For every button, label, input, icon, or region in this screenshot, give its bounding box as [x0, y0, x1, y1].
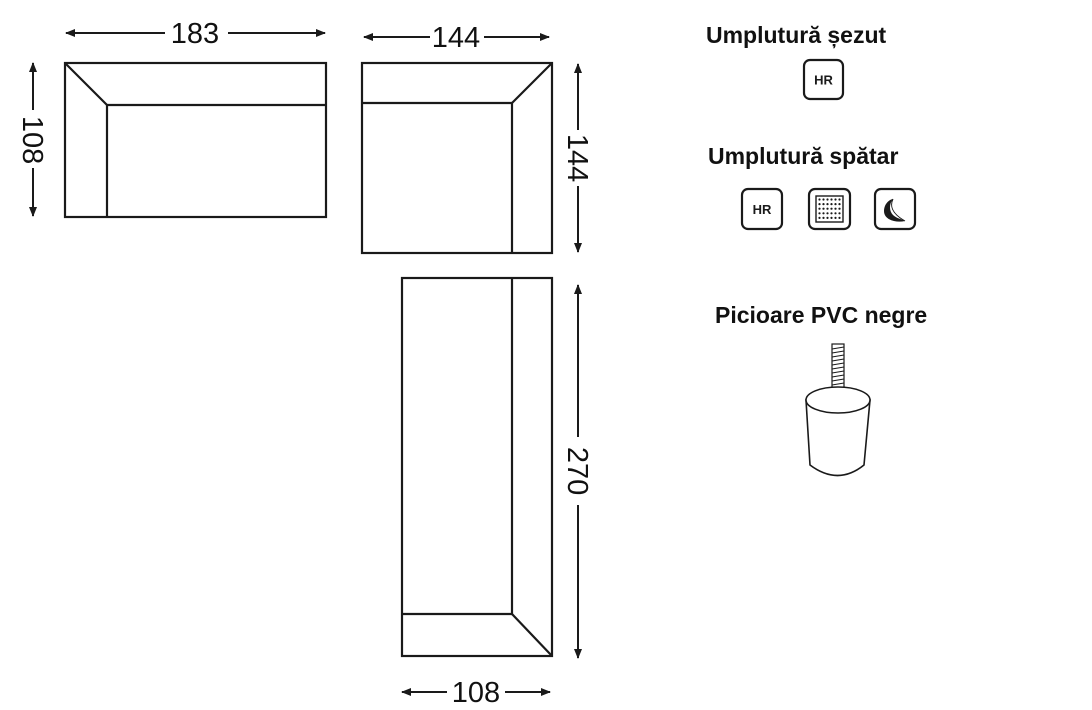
- dim-label-width-183: 183: [171, 18, 219, 50]
- dim-label-height-108: 108: [16, 116, 48, 164]
- dim-height-144: 144: [561, 63, 593, 253]
- dim-width-108-bottom: 108: [401, 677, 551, 709]
- seat-filling-title: Umplutură șezut: [706, 22, 887, 48]
- dim-height-108: 108: [16, 62, 48, 217]
- back-filling-title: Umplutură spătar: [708, 143, 899, 169]
- dim-label-height-144: 144: [561, 134, 593, 182]
- svg-text:HR: HR: [814, 73, 833, 88]
- dim-label-length-270: 270: [561, 447, 593, 495]
- hr-foam-icon: HR: [802, 58, 845, 101]
- legs-title: Picioare PVC negre: [715, 302, 928, 328]
- dim-width-183: 183: [65, 18, 326, 50]
- module-long-section: [400, 276, 554, 658]
- pocket-spring-icon: [807, 187, 852, 231]
- dim-length-270: 270: [561, 284, 593, 659]
- dim-label-width-108: 108: [452, 677, 500, 709]
- pvc-leg-icon: [805, 343, 871, 477]
- module-left-section: [63, 61, 328, 219]
- hr-foam-icon: HR: [740, 187, 784, 231]
- dim-label-width-144: 144: [432, 22, 480, 54]
- module-corner-section: [360, 61, 554, 255]
- dim-width-144: 144: [363, 22, 550, 54]
- feather-icon: [873, 187, 917, 231]
- svg-text:HR: HR: [753, 202, 772, 217]
